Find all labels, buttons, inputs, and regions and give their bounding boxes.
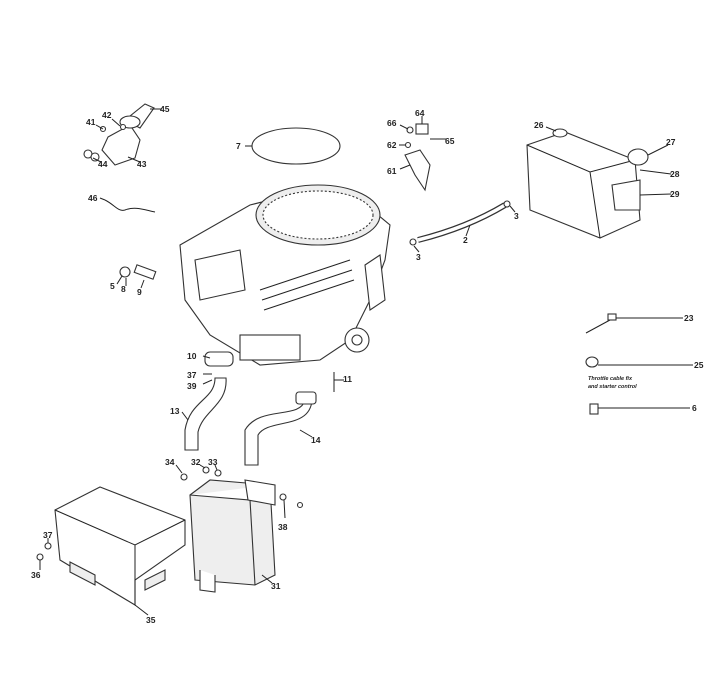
hose-clamp-part	[503, 200, 511, 208]
part-label: 33	[208, 457, 218, 467]
part-label: 7	[236, 141, 241, 151]
part-label: 45	[160, 104, 170, 114]
part-label: 31	[271, 581, 281, 591]
part-label: 13	[170, 406, 180, 416]
part-label: 65	[445, 136, 455, 146]
part-label: 3	[416, 252, 421, 262]
part-label: 29	[670, 189, 680, 199]
part-label: 32	[191, 457, 201, 467]
part-label: 66	[387, 118, 397, 128]
part-number-labels: 45 42 41 43 44 7 46 5 8 9 66 64 65 62 61…	[31, 104, 704, 625]
part-label: 10	[187, 351, 197, 361]
throttle-bracket-part	[404, 123, 431, 192]
clip-part	[589, 403, 599, 415]
wire-part	[104, 199, 156, 213]
part-label: 26	[534, 120, 544, 130]
part-label: 35	[146, 615, 156, 625]
leader-lines	[39, 108, 693, 616]
cable-clip-part	[585, 356, 599, 368]
part-label: 38	[278, 522, 288, 532]
part-label: 37	[187, 370, 197, 380]
part-label: 9	[137, 287, 142, 297]
part-label: 8	[121, 284, 126, 294]
part-label: 42	[102, 110, 112, 120]
cable-part	[585, 319, 611, 334]
part-label: 37	[43, 530, 53, 540]
part-label: 27	[666, 137, 676, 147]
part-label: 2	[463, 235, 468, 245]
part-label: 62	[387, 140, 397, 150]
heat-shield-part	[54, 486, 186, 606]
part-label: 14	[311, 435, 321, 445]
part-label: 28	[670, 169, 680, 179]
part-label: 43	[137, 159, 147, 169]
fitting-parts	[119, 264, 157, 280]
part-label: 61	[387, 166, 397, 176]
engine-part	[179, 184, 391, 366]
elbow-housing-part	[83, 103, 155, 166]
gasket-ring-part	[251, 127, 341, 165]
part-label: 34	[165, 457, 175, 467]
hose-clamp-part	[409, 238, 417, 246]
part-label: 11	[343, 374, 352, 384]
muffler-part	[189, 479, 276, 593]
part-label: 3	[514, 211, 519, 221]
part-label: 6	[692, 403, 697, 413]
part-label: 46	[88, 193, 98, 203]
exhaust-pipe-parts	[184, 351, 335, 466]
part-label: 25	[694, 360, 704, 370]
part-label: 23	[684, 313, 694, 323]
part-label: 44	[98, 159, 108, 169]
part-label: 41	[86, 117, 96, 127]
note-text: and starter control	[588, 384, 637, 390]
part-label: 5	[110, 281, 115, 291]
part-label: 39	[187, 381, 197, 391]
part-label: 36	[31, 570, 41, 580]
note-text: Throttle cable fix	[588, 376, 633, 382]
part-label: 64	[415, 108, 425, 118]
fuel-tank-part	[526, 128, 649, 239]
